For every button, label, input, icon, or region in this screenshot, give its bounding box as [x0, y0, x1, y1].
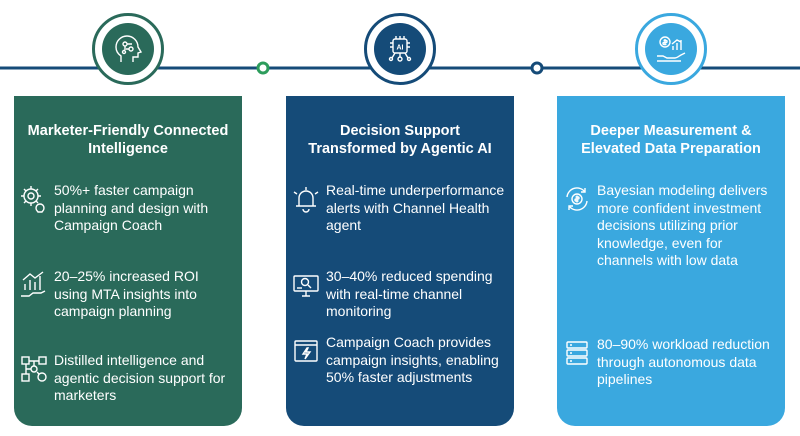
card-title: Deeper Measurement & Elevated Data Prepa…	[581, 123, 761, 157]
item-text: Real-time underperformance alerts with C…	[326, 182, 505, 233]
list-item: 30–40% reduced spending with real-time c…	[286, 268, 514, 321]
connector-dot-navy	[530, 61, 544, 75]
gear-lightbulb-icon	[14, 182, 54, 214]
item-text: 20–25% increased ROI using MTA insights …	[54, 268, 199, 319]
card-title: Decision Support Transformed by Agentic …	[308, 123, 492, 157]
list-item: 20–25% increased ROI using MTA insights …	[14, 268, 242, 321]
item-text: 30–40% reduced spending with real-time c…	[326, 268, 493, 319]
list-item: Real-time underperformance alerts with C…	[286, 182, 514, 235]
network-nodes-icon	[14, 352, 54, 384]
list-item: 80–90% workload reduction through autono…	[557, 336, 785, 389]
money-hand-chart-icon	[645, 23, 697, 75]
growth-chart-hand-icon	[14, 268, 54, 300]
item-text: 80–90% workload reduction through autono…	[597, 336, 770, 387]
item-text: 50%+ faster campaign planning and design…	[54, 182, 209, 233]
card-title: Marketer-Friendly Connected Intelligence	[27, 123, 229, 157]
list-item: 50%+ faster campaign planning and design…	[14, 182, 242, 235]
alarm-bell-icon	[286, 182, 326, 214]
item-text: Bayesian modeling delivers more confiden…	[597, 182, 768, 268]
dollar-refresh-icon	[557, 182, 597, 214]
lightning-window-icon	[286, 334, 326, 366]
header-badge	[92, 13, 164, 85]
monitor-search-icon	[286, 268, 326, 300]
item-text: Campaign Coach provides campaign insight…	[326, 334, 499, 385]
list-item: Campaign Coach provides campaign insight…	[286, 334, 514, 387]
item-text: Distilled intelligence and agentic decis…	[54, 352, 226, 403]
card-deeper-measurement: Deeper Measurement & Elevated Data Prepa…	[557, 96, 785, 426]
database-stack-icon	[557, 336, 597, 368]
brain-circuit-icon	[102, 23, 154, 75]
header-badge	[635, 13, 707, 85]
card-connected-intelligence: Marketer-Friendly Connected Intelligence…	[14, 96, 242, 426]
list-item: Distilled intelligence and agentic decis…	[14, 352, 242, 405]
ai-chip-icon: AI	[374, 23, 426, 75]
card-agentic-ai: Decision Support Transformed by Agentic …	[286, 96, 514, 426]
list-item: Bayesian modeling delivers more confiden…	[557, 182, 785, 270]
header-badge: AI	[364, 13, 436, 85]
connector-dot-green	[256, 61, 270, 75]
svg-text:AI: AI	[397, 45, 404, 52]
